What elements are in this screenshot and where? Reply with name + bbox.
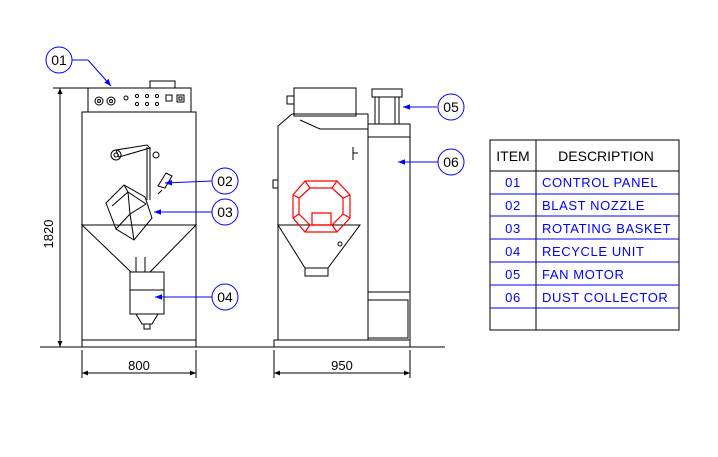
svg-text:03: 03 [217, 204, 233, 220]
svg-text:02: 02 [217, 173, 233, 189]
table-cell-item: 03 [505, 221, 521, 236]
svg-text:04: 04 [217, 289, 233, 305]
callout-05: 05 [437, 93, 465, 121]
front-recycle-unit [129, 271, 165, 315]
svg-text:05: 05 [443, 99, 459, 115]
side-width-dimension-label: 950 [331, 358, 353, 373]
table-cell-description: CONTROL PANEL [542, 175, 658, 190]
table-cell-item: 02 [505, 198, 521, 213]
table-cell-item: 04 [505, 244, 521, 259]
side-dust-collector [367, 123, 411, 341]
parts-table: ITEM DESCRIPTION 01 CONTROL PANEL 02 BLA… [489, 139, 680, 331]
table-cell-description: FAN MOTOR [542, 267, 624, 282]
callout-06: 06 [437, 148, 465, 176]
height-dimension-label: 1820 [41, 220, 56, 249]
table-cell-description: BLAST NOZZLE [542, 198, 645, 213]
fan-motor [371, 88, 403, 98]
svg-text:01: 01 [51, 52, 67, 68]
front-width-dimension-label: 800 [128, 358, 150, 373]
callout-leaders [72, 59, 438, 300]
callout-02: 02 [211, 167, 239, 195]
table-cell-description: ROTATING BASKET [542, 221, 671, 236]
side-view [272, 87, 411, 348]
table-cell-item: 06 [505, 290, 521, 305]
table-header-description: DESCRIPTION [558, 148, 654, 164]
table-cell-description: DUST COLLECTOR [542, 290, 668, 305]
callout-01: 01 [45, 46, 73, 74]
table-header-item: ITEM [496, 148, 529, 164]
side-rotating-basket [292, 180, 351, 233]
front-view [80, 80, 198, 348]
side-control-box [293, 87, 357, 117]
callout-03: 03 [211, 198, 239, 226]
front-control-panel [87, 87, 192, 113]
svg-text:06: 06 [443, 154, 459, 170]
table-cell-description: RECYCLE UNIT [542, 244, 645, 259]
table-cell-item: 05 [505, 267, 521, 282]
callout-04: 04 [211, 283, 239, 311]
dimension-lines [53, 87, 411, 378]
table-cell-item: 01 [505, 175, 521, 190]
